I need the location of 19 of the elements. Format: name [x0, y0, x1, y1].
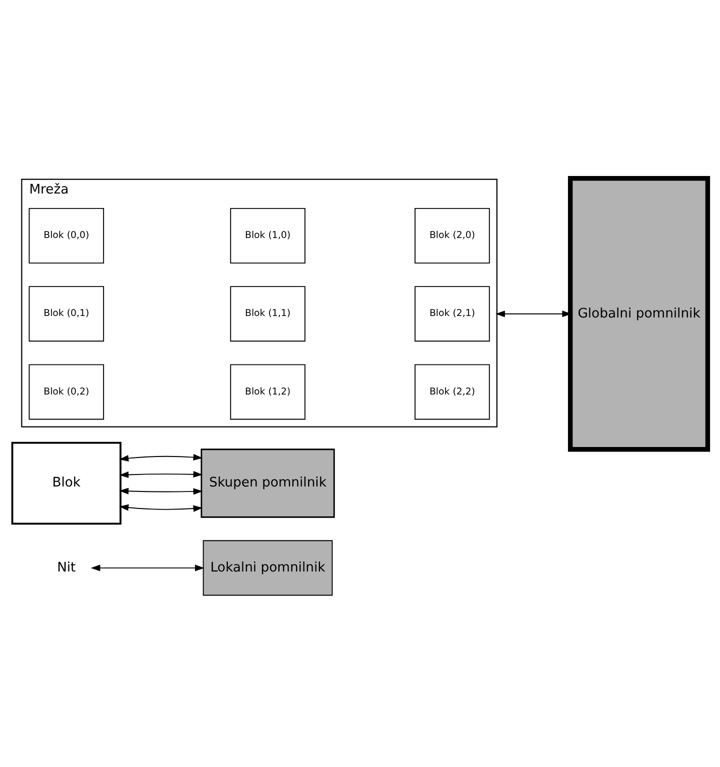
node-box: Blok (2,1)	[414, 286, 490, 342]
arrow	[119, 454, 203, 462]
node-text: Nit	[57, 560, 76, 576]
node-box: Blok (0,2)	[28, 364, 104, 420]
node-box: Blok (1,0)	[230, 208, 306, 264]
arrow	[90, 564, 204, 572]
node-box: Blok (0,1)	[28, 286, 104, 342]
node-box: Blok (1,2)	[230, 364, 306, 420]
node-box: Blok (1,1)	[230, 286, 306, 342]
arrow	[119, 504, 203, 512]
node-box: Blok	[11, 442, 122, 525]
node-box: Lokalni pomnilnik	[202, 540, 333, 596]
node-box: Blok (2,0)	[414, 208, 490, 264]
node-box: Blok (2,2)	[414, 364, 490, 420]
node-box: Skupen pomnilnik	[200, 448, 335, 518]
node-box: Blok (0,0)	[28, 208, 104, 264]
arrow	[119, 488, 203, 495]
node-box: Globalni pomnilnik	[568, 176, 710, 452]
arrow	[119, 471, 203, 478]
